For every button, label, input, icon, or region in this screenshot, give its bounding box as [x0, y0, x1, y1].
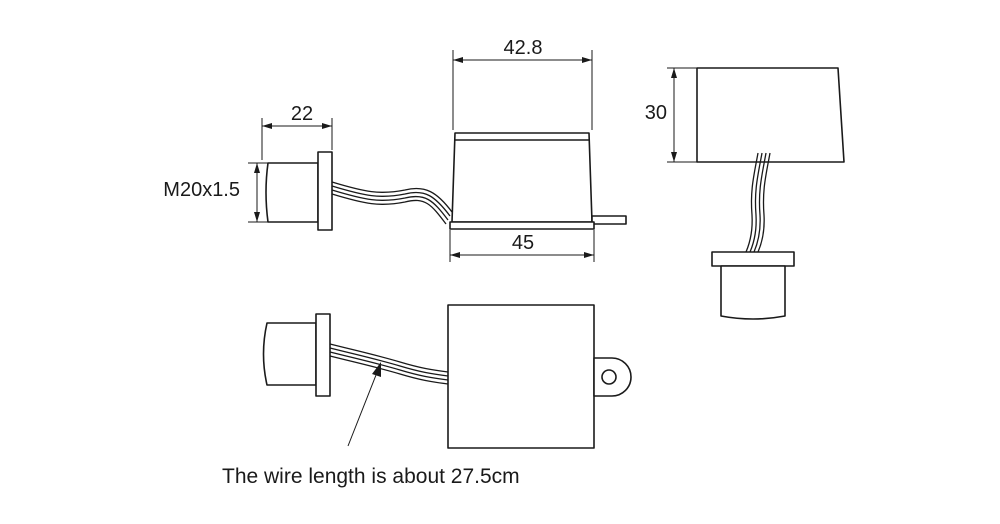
top-housing: [447, 304, 595, 449]
top-plug-flange: [315, 313, 331, 397]
front-base-plate: [449, 221, 595, 230]
dim-top-width-label: 42.8: [504, 37, 543, 59]
front-housing: [451, 132, 593, 223]
wire-length-callout: The wire length is about 27.5cm: [222, 362, 520, 488]
front-view: [265, 132, 627, 231]
front-mount-tab: [591, 215, 627, 225]
dim-plug-length: 22: [261, 103, 333, 160]
top-plug-cap: [262, 322, 317, 386]
dim-bottom-width: 45: [449, 230, 595, 262]
dim-top-width: 42.8: [452, 37, 593, 130]
front-plug-flange: [317, 151, 333, 231]
dim-plug-length-label: 22: [291, 103, 313, 125]
dim-height-label: 30: [645, 102, 667, 124]
side-housing: [696, 67, 845, 163]
dim-height: 30: [645, 67, 697, 163]
top-wire-bundle: [329, 343, 449, 385]
side-wire-bundle: [745, 152, 771, 253]
dim-bottom-width-label: 45: [512, 232, 534, 254]
dim-thread-label: M20x1.5: [163, 179, 240, 201]
front-wire-bundle: [331, 181, 453, 225]
top-view: [262, 304, 632, 449]
dim-thread: M20x1.5: [163, 162, 268, 223]
top-mount-hole: [601, 369, 617, 385]
side-plug-cap: [720, 265, 786, 320]
top-mount-ear: [593, 357, 632, 397]
side-view: [696, 67, 845, 320]
wire-length-note: The wire length is about 27.5cm: [222, 465, 520, 488]
side-plug-flange: [711, 251, 795, 267]
front-plug-cap: [265, 162, 319, 223]
